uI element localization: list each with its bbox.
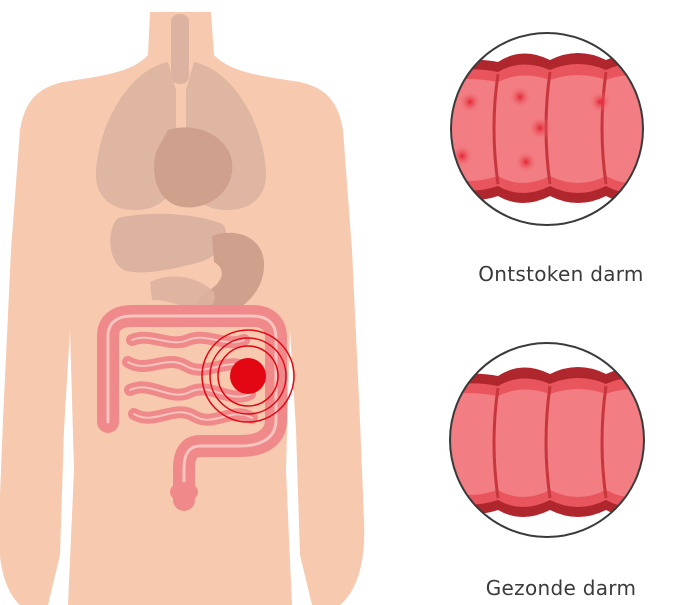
- inflammation-spot: [642, 86, 662, 106]
- inflammation-spot: [459, 91, 481, 113]
- healthy-colon-magnifier: [440, 330, 660, 550]
- rectum: [170, 482, 198, 502]
- inflammation-spot: [589, 91, 611, 113]
- trachea: [171, 14, 189, 84]
- inflamed-colon-label: Ontstoken darm: [451, 262, 671, 286]
- inflammation-spot: [515, 151, 537, 173]
- inflammation-spot: [509, 86, 531, 108]
- healthy-colon-label: Gezonde darm: [451, 576, 671, 600]
- inflamed-colon-magnifier: [440, 20, 662, 240]
- inflammation-spot: [528, 116, 552, 140]
